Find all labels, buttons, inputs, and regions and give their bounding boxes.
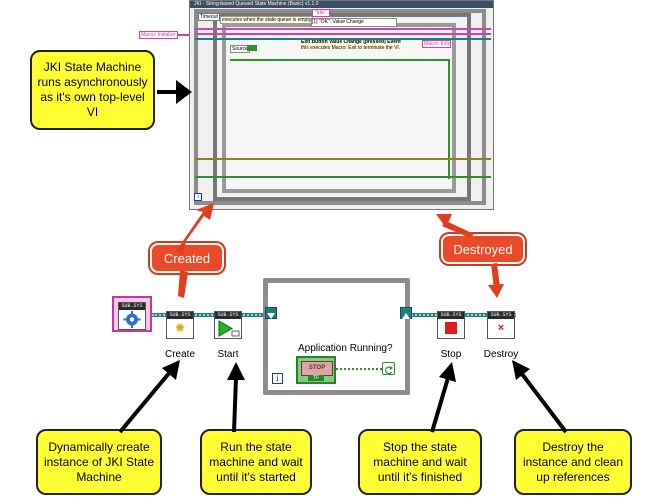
boolean-dotted-wire <box>336 368 382 370</box>
app-running-while-loop <box>263 278 410 395</box>
arrow-destroy-line <box>520 372 568 434</box>
start-label: Start <box>217 349 239 360</box>
gear-icon <box>119 310 145 329</box>
loop-iteration-icon: i <box>272 373 283 384</box>
inner-boolean-wire <box>230 59 450 61</box>
red-arrowhead-destroyed-down <box>488 284 504 298</box>
outer-loop-iteration-icon: i <box>194 193 202 201</box>
vi-title-bar <box>190 1 493 8</box>
class-constant-header: SUB.SYS <box>119 303 145 310</box>
state-machine-vi-window: JKI - String-based Queued State Machine … <box>189 0 494 210</box>
x-icon: × <box>497 322 505 334</box>
arrow-start-head <box>227 362 245 380</box>
stop-label: Stop <box>440 349 462 360</box>
created-badge: Created <box>150 243 224 273</box>
start-subvi[interactable]: SUB.SYS <box>214 311 242 339</box>
left-shift-register <box>265 307 277 319</box>
arrow-create-head <box>162 360 180 380</box>
source-terminal <box>247 45 257 51</box>
vi-wire-pink-2 <box>195 33 491 35</box>
callout-destroy: Destroy the instance and clean up refere… <box>514 429 632 495</box>
idle-string: "Idle" <box>312 9 330 17</box>
inner-boolean-wire-drop <box>448 59 450 179</box>
destroy-subvi[interactable]: SUB.SYS × <box>487 311 515 339</box>
callout-create: Dynamically create instance of JKI State… <box>36 429 162 495</box>
arrow-start-line <box>232 377 238 433</box>
create-subvi[interactable]: SUB.SYS ✺ <box>166 311 194 339</box>
arrow-stop-line <box>430 377 450 433</box>
arrow-create-line <box>118 370 172 434</box>
tf-label: TF <box>308 375 324 381</box>
red-arrowhead-destroyed-up <box>436 214 452 228</box>
stop-button-terminal[interactable]: STOP TF <box>296 356 336 384</box>
vi-title: JKI - String-based Queued State Machine … <box>194 1 319 7</box>
class-constant-icon-box: SUB.SYS <box>118 302 146 330</box>
class-constant: SUB.SYS <box>112 296 152 332</box>
timeout-label: Timeout <box>198 13 220 21</box>
create-subvi-header: SUB.SYS <box>167 312 193 319</box>
callout-async-vi: JKI State Machine runs asynchronously as… <box>30 50 155 130</box>
loop-condition-icon <box>382 362 395 375</box>
destroy-subvi-header: SUB.SYS <box>488 312 514 319</box>
red-arrow-created-down <box>178 270 188 298</box>
event-structure <box>222 23 456 193</box>
create-label: Create <box>164 349 195 360</box>
callout-stop: Stop the state machine and wait until it… <box>358 429 482 495</box>
stop-subvi-header: SUB.SYS <box>438 312 464 319</box>
event-case-selector: [1] "OK": Value Change <box>311 18 397 27</box>
exit-event-desc: this executes Macro: Exit to terminate t… <box>300 45 402 51</box>
stop-subvi[interactable]: SUB.SYS <box>437 311 465 339</box>
outer-while-loop <box>194 9 486 205</box>
up-arrow-icon <box>402 313 410 319</box>
macro-initialize-label: Macro: Initialize <box>139 31 178 39</box>
play-icon <box>215 319 241 338</box>
stop-button-face: STOP <box>301 361 333 376</box>
sun-icon: ✺ <box>174 321 186 335</box>
destroy-label: Destroy <box>483 349 519 360</box>
vi-wire-green <box>195 176 491 178</box>
init-pink-wire <box>178 34 190 36</box>
arrow-destroy-head <box>512 360 530 380</box>
arrow-stop-head <box>439 362 456 382</box>
vi-wire-pink-1 <box>195 28 491 30</box>
destroyed-badge: Destroyed <box>441 234 525 264</box>
start-subvi-header: SUB.SYS <box>215 312 241 319</box>
down-arrow-icon <box>267 313 275 319</box>
stop-square-icon <box>438 319 464 338</box>
red-arrow-destroyed-down <box>491 263 500 289</box>
vi-wire-teal <box>195 38 491 40</box>
macro-exit-label: Macro: Exit <box>422 40 452 48</box>
callout-start: Run the state machine and wait until it'… <box>200 429 312 495</box>
exit-event-title: Exit Button Value Change (pressed) Event <box>300 39 402 45</box>
loop-title: Application Running? <box>298 343 393 354</box>
right-shift-register <box>400 307 412 319</box>
vi-wire-olive <box>195 158 491 160</box>
